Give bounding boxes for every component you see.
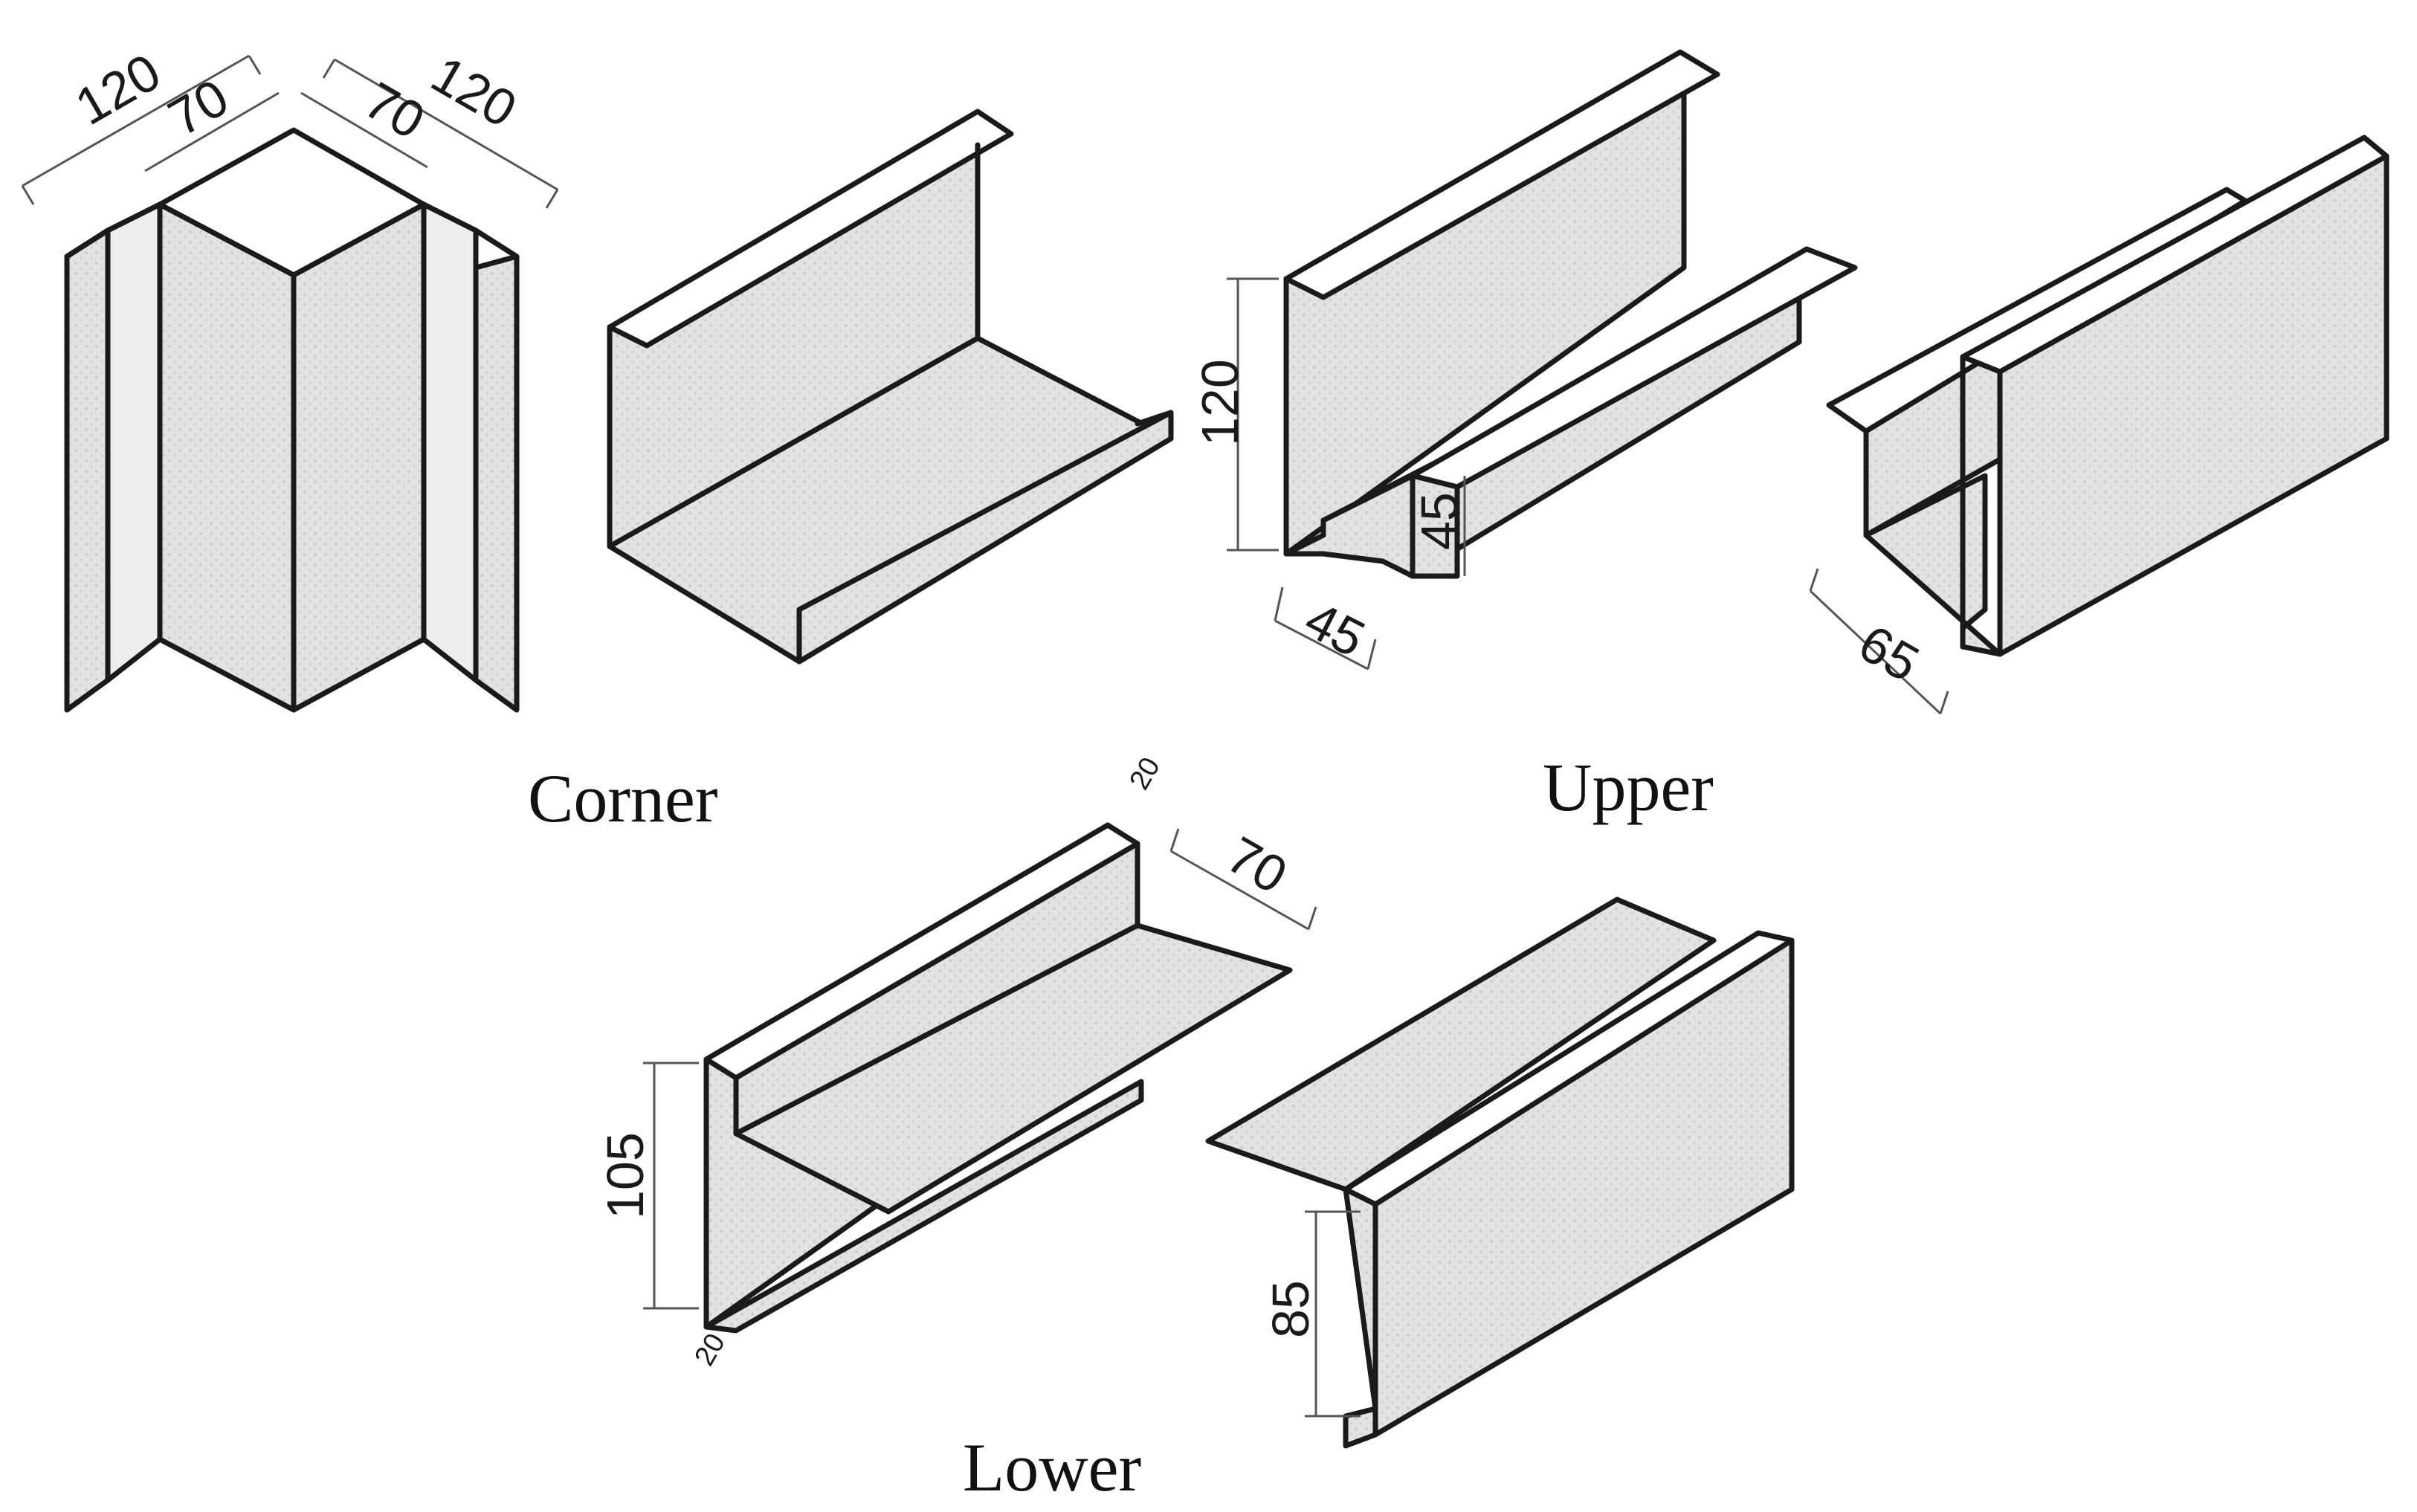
corner-left-lip bbox=[64, 227, 111, 713]
dim-corner-left-outer: 120 bbox=[66, 42, 170, 136]
dim-upper-right-width: 65 bbox=[1850, 613, 1929, 692]
corner-channel bbox=[607, 109, 1174, 665]
dim-corner-right-inner: 70 bbox=[355, 71, 434, 149]
dim-upper-flange: 45 bbox=[1410, 492, 1468, 550]
corner-right-web bbox=[291, 201, 427, 713]
dim-lower-top-width: 70 bbox=[1218, 825, 1297, 904]
corner-channel-front-lip bbox=[796, 410, 1174, 665]
lower-profile-right: 85 bbox=[1205, 896, 1795, 1449]
lower-left-tray bbox=[733, 923, 1293, 1215]
upper-right-front-lip bbox=[1960, 135, 2389, 375]
lower-profile-left: 105 70 20 20 bbox=[596, 752, 1317, 1372]
lower-right-bottom bbox=[1343, 1186, 1378, 1449]
upper-profile-left: 120 45 45 bbox=[1191, 49, 1858, 671]
corner-channel-top-lip bbox=[607, 109, 1014, 349]
dim-lower-height-right: 85 bbox=[1262, 1280, 1320, 1338]
lower-left-bottom-lip bbox=[703, 1079, 1144, 1334]
lower-right-tray bbox=[1205, 896, 1717, 1192]
dim-upper-lip: 45 bbox=[1296, 590, 1374, 668]
caption-lower: Lower bbox=[963, 1429, 1141, 1505]
upper-left-top-lip bbox=[1283, 49, 1720, 300]
caption-upper: Upper bbox=[1543, 749, 1714, 825]
dim-lower-top-small: 20 bbox=[1123, 752, 1166, 795]
corner-profile: 120 70 70 120 bbox=[21, 42, 559, 713]
caption-corner: Corner bbox=[528, 760, 717, 836]
dim-corner-right-outer: 120 bbox=[422, 45, 526, 138]
corner-left-flange bbox=[105, 201, 163, 683]
upper-left-flange-face bbox=[1410, 473, 1460, 579]
corner-right-flange bbox=[421, 201, 479, 683]
dim-upper-height: 120 bbox=[1191, 359, 1249, 446]
corner-left-web bbox=[157, 201, 297, 713]
corner-right-lip bbox=[473, 253, 520, 713]
dim-lower-bottom-small: 20 bbox=[688, 1328, 732, 1372]
dim-lower-height-left: 105 bbox=[596, 1132, 654, 1219]
dim-corner-left-inner: 70 bbox=[159, 68, 238, 147]
upper-profile-right: 65 bbox=[1809, 135, 2389, 715]
